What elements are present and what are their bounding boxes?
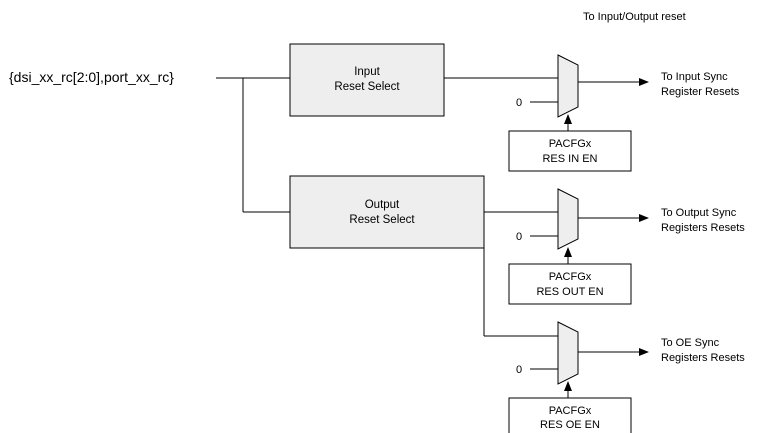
mux-1-output-line1: To Input Sync	[661, 71, 728, 83]
mux-3-config-line1: PACFGx	[549, 405, 592, 417]
output-reset-select-line1: Output	[365, 199, 400, 211]
input-trunk-wires	[216, 77, 290, 213]
mux-2-config-box	[508, 263, 632, 305]
output-reset-select-block: Output Reset Select	[289, 175, 485, 249]
mux-2-config-line2: RES OUT EN	[536, 286, 603, 298]
mux-3-output-line2: Registers Resets	[661, 352, 745, 364]
mux-3: 0 To OE Sync Registers Resets PACFGx RES…	[508, 321, 745, 433]
mux-3-config-line2: RES OE EN	[540, 419, 600, 431]
mux-1-config-box	[508, 130, 632, 172]
mux-1-output-line2: Register Resets	[661, 86, 740, 98]
mux-2-output-line2: Registers Resets	[661, 222, 745, 234]
input-reset-select-line1: Input	[354, 66, 380, 78]
select-to-mux-wires	[444, 77, 558, 337]
mux-3-config-box	[508, 397, 632, 433]
mux-3-zero-label: 0	[516, 364, 522, 376]
mux-1: 0 To Input Sync Register Resets PACFGx R…	[508, 54, 740, 172]
mux-1-zero-label: 0	[516, 97, 522, 109]
mux-3-output-line1: To OE Sync	[661, 337, 720, 349]
header-note: To Input/Output reset	[583, 11, 686, 23]
mux-2-output-line1: To Output Sync	[661, 207, 737, 219]
mux-2-config-line1: PACFGx	[549, 271, 592, 283]
input-reset-select-line2: Reset Select	[334, 81, 400, 93]
mux-2: 0 To Output Sync Registers Resets PACFGx…	[508, 188, 745, 305]
input-signal-label: {dsi_xx_rc[2:0],port_xx_rc}	[9, 69, 174, 85]
input-reset-select-block: Input Reset Select	[289, 43, 445, 117]
mux-1-config-line2: RES IN EN	[542, 153, 597, 165]
output-reset-select-line2: Reset Select	[349, 214, 415, 226]
mux-1-config-line1: PACFGx	[549, 138, 592, 150]
mux-2-zero-label: 0	[516, 231, 522, 243]
